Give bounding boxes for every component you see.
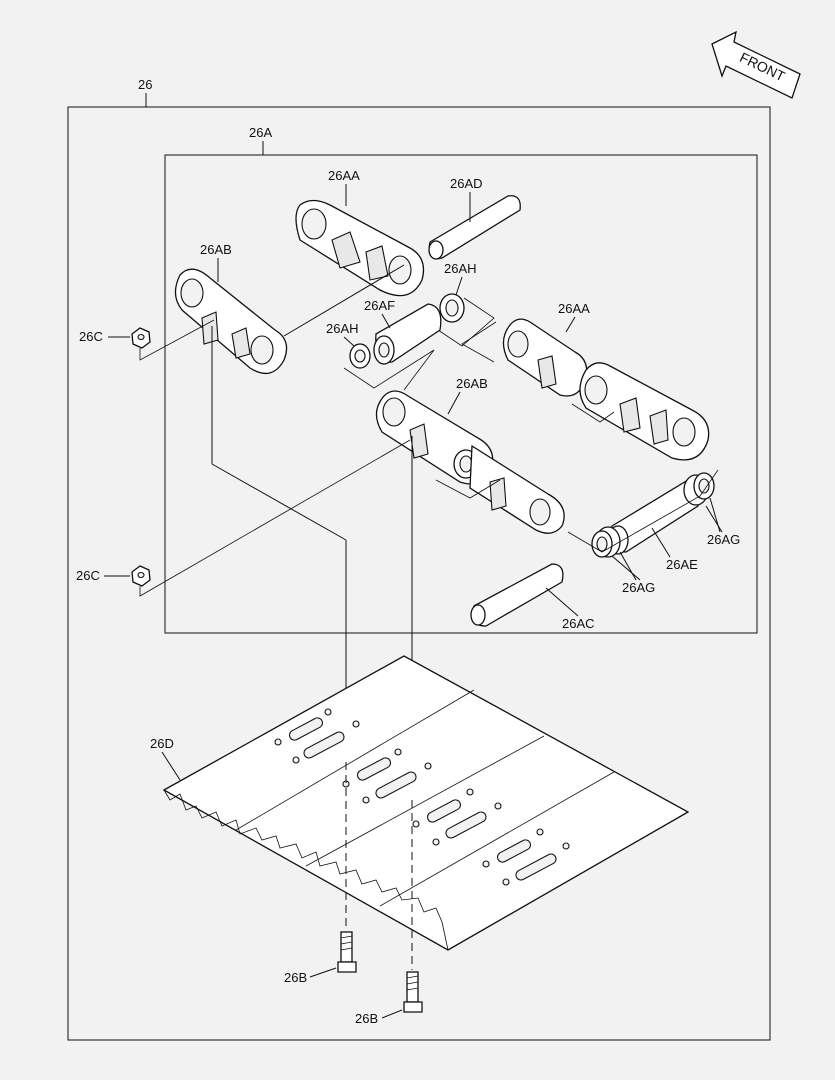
callout-26AH-top: 26AH [444,261,477,276]
callout-26D: 26D [150,736,174,751]
callout-26AA-right: 26AA [558,301,590,316]
link-26AA-right [502,318,710,461]
callout-26AD: 26AD [450,176,483,191]
assembly-26-frame [67,106,771,1041]
callout-26C-bottom: 26C [76,568,100,583]
pin-26AD [428,195,521,260]
callout-26AA-top: 26AA [328,168,360,183]
callout-26AG-right: 26AG [707,532,740,547]
bolt-26B-right [403,971,423,1013]
link-26AB-left [174,268,288,375]
nut-26C-top [131,327,151,349]
callout-26AC: 26AC [562,616,595,631]
callout-26AB-left: 26AB [200,242,232,257]
callout-26AF: 26AF [364,298,395,313]
callout-26B-right: 26B [355,1011,378,1026]
callout-26AH-left: 26AH [326,321,359,336]
link-26AA-top [295,199,425,297]
callout-26AB-middle: 26AB [456,376,488,391]
seal-26AG-right [683,472,715,506]
callout-26A: 26A [249,125,272,140]
front-arrow: FRONT [711,30,801,99]
callout-26AG-bottom: 26AG [622,580,655,595]
track-shoe-26D [162,655,690,951]
callout-26B-left: 26B [284,970,307,985]
callout-26AE: 26AE [666,557,698,572]
link-26AB-middle [375,390,565,534]
seal-26AH-left [349,343,371,369]
pin-26AC [470,563,564,627]
subassembly-26A-frame [164,154,758,634]
bushing-26AF [373,303,442,365]
seal-26AG-left [591,526,621,558]
nut-26C-bottom [131,565,151,587]
callout-26: 26 [138,77,152,92]
seal-26AH-top [439,293,465,323]
callout-26C-top: 26C [79,329,103,344]
bolt-26B-left [337,931,357,973]
